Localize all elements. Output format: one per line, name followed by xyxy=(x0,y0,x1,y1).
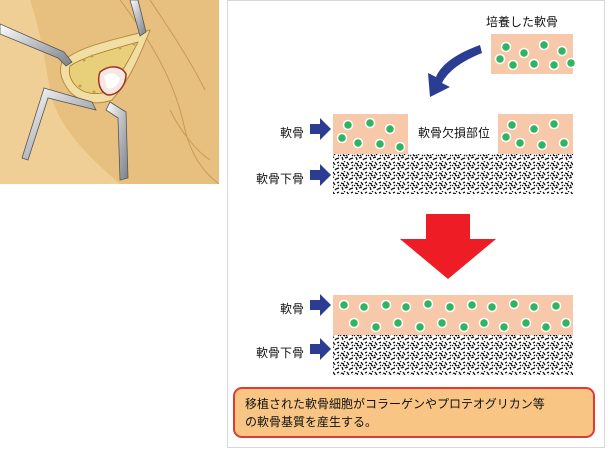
subchondral-bone-after xyxy=(333,335,573,375)
cell xyxy=(565,57,577,69)
cell xyxy=(342,119,354,131)
cell xyxy=(508,298,520,310)
result-arrow xyxy=(400,214,496,279)
cell xyxy=(528,301,540,313)
cell xyxy=(364,117,376,129)
knee-shape xyxy=(30,0,219,184)
cell xyxy=(478,317,490,329)
cartilage-cells-before xyxy=(336,117,570,153)
cell xyxy=(500,41,512,53)
implantation-diagram: 培養した軟骨 軟骨 軟骨欠損部位 軟骨下骨 軟骨 軟骨下骨 xyxy=(256,14,577,375)
graft-cells xyxy=(494,39,577,71)
label-cultured-cartilage: 培養した軟骨 xyxy=(486,14,558,29)
cell xyxy=(336,132,348,144)
retractor-bottom-right xyxy=(105,101,129,181)
retractor-bottom-left xyxy=(21,87,97,161)
label-subchondral-before: 軟骨下骨 xyxy=(256,171,304,186)
retractor-right-top xyxy=(129,0,147,37)
arrow-subchondral-before xyxy=(310,164,331,186)
label-subchondral-after: 軟骨下骨 xyxy=(256,345,304,360)
cell xyxy=(486,301,498,313)
cell xyxy=(506,119,518,131)
caption-box: 移植された軟骨細胞がコラーゲンやプロテオグリカン等 の軟骨基質を産生する。 xyxy=(233,387,595,438)
cell xyxy=(384,123,396,135)
arrow-cartilage-before xyxy=(310,118,331,140)
regenerated-cartilage-layer xyxy=(333,295,573,335)
label-cartilage-before: 軟骨 xyxy=(280,125,304,140)
diagram-panel: 培養した軟骨 軟骨 軟骨欠損部位 軟骨下骨 軟骨 軟骨下骨 移植された軟骨細胞が… xyxy=(227,0,605,448)
cell xyxy=(400,301,412,313)
cell xyxy=(338,299,350,311)
cell xyxy=(392,317,404,329)
cell xyxy=(436,317,448,329)
cell xyxy=(494,53,506,65)
cell xyxy=(380,299,392,311)
retractor-left-top xyxy=(0,23,73,67)
curved-insert-arrow xyxy=(428,45,482,97)
cell xyxy=(444,301,456,313)
cell xyxy=(518,47,530,59)
cell xyxy=(394,141,406,153)
caption-line-2: の軟骨基質を産生する。 xyxy=(245,415,378,429)
cell xyxy=(352,137,364,149)
cell xyxy=(514,137,526,149)
cell xyxy=(528,58,540,70)
cell xyxy=(348,317,360,329)
cell xyxy=(374,138,386,150)
cell xyxy=(422,298,434,310)
cell xyxy=(500,131,512,143)
cell xyxy=(558,137,570,149)
label-cartilage-after: 軟骨 xyxy=(280,301,304,316)
cell xyxy=(358,301,370,313)
cell xyxy=(458,321,470,333)
cartilage-cells-after xyxy=(338,298,572,333)
arrow-subchondral-after xyxy=(310,338,331,360)
cell xyxy=(370,321,382,333)
cell xyxy=(550,300,562,312)
cell xyxy=(466,299,478,311)
arrow-cartilage-after xyxy=(310,294,331,316)
cell xyxy=(507,59,519,71)
caption-line-1: 移植された軟骨細胞がコラーゲンやプロテオグリカン等 xyxy=(245,397,545,411)
cell xyxy=(538,39,550,51)
label-defect-site: 軟骨欠損部位 xyxy=(418,125,490,140)
subchondral-bone-before xyxy=(333,154,573,194)
cell xyxy=(536,139,548,151)
cell xyxy=(560,317,572,329)
cell xyxy=(556,45,568,57)
cell xyxy=(520,317,532,329)
cell xyxy=(498,321,510,333)
cell xyxy=(548,118,560,130)
cell xyxy=(414,321,426,333)
cell xyxy=(528,123,540,135)
cell xyxy=(548,59,560,71)
cell xyxy=(540,321,552,333)
surgical-illustration xyxy=(0,0,219,184)
